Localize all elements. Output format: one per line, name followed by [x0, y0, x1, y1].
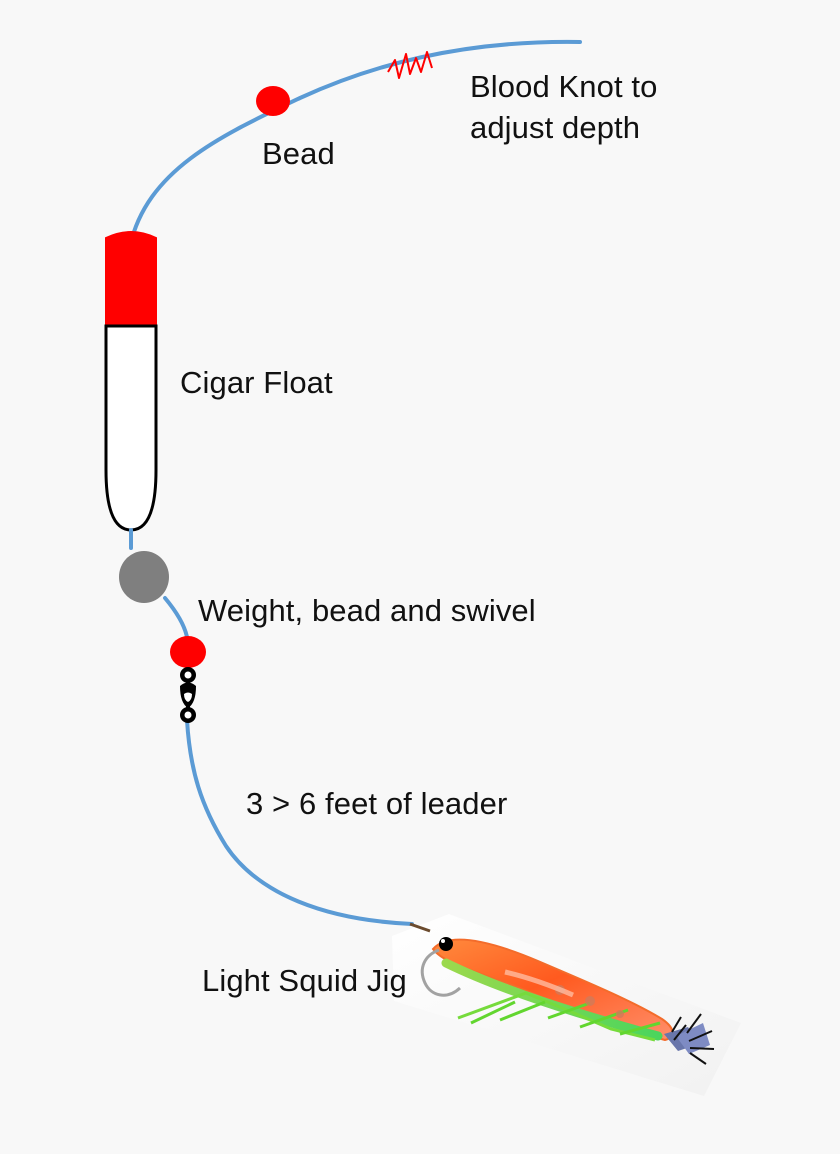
weight-icon — [119, 551, 169, 603]
bead-label: Bead — [262, 136, 335, 171]
swivel-to-jig-line — [185, 718, 414, 926]
swivel-icon — [180, 667, 196, 723]
squid-jig-icon — [392, 914, 741, 1096]
weight-to-bead-line — [163, 596, 189, 639]
weight-bead-swivel-label: Weight, bead and swivel — [198, 593, 536, 628]
cigar-float-icon — [104, 231, 158, 532]
lower-bead-icon — [170, 636, 206, 668]
top-bead-icon — [256, 86, 290, 116]
main-line — [128, 39, 582, 248]
cigar-float-label: Cigar Float — [180, 365, 333, 400]
blood-knot-label: Blood Knot to adjust depth — [470, 69, 658, 145]
blood-knot-icon — [387, 51, 433, 79]
squid-jig-label: Light Squid Jig — [202, 963, 407, 998]
leader-label: 3 > 6 feet of leader — [246, 786, 508, 821]
